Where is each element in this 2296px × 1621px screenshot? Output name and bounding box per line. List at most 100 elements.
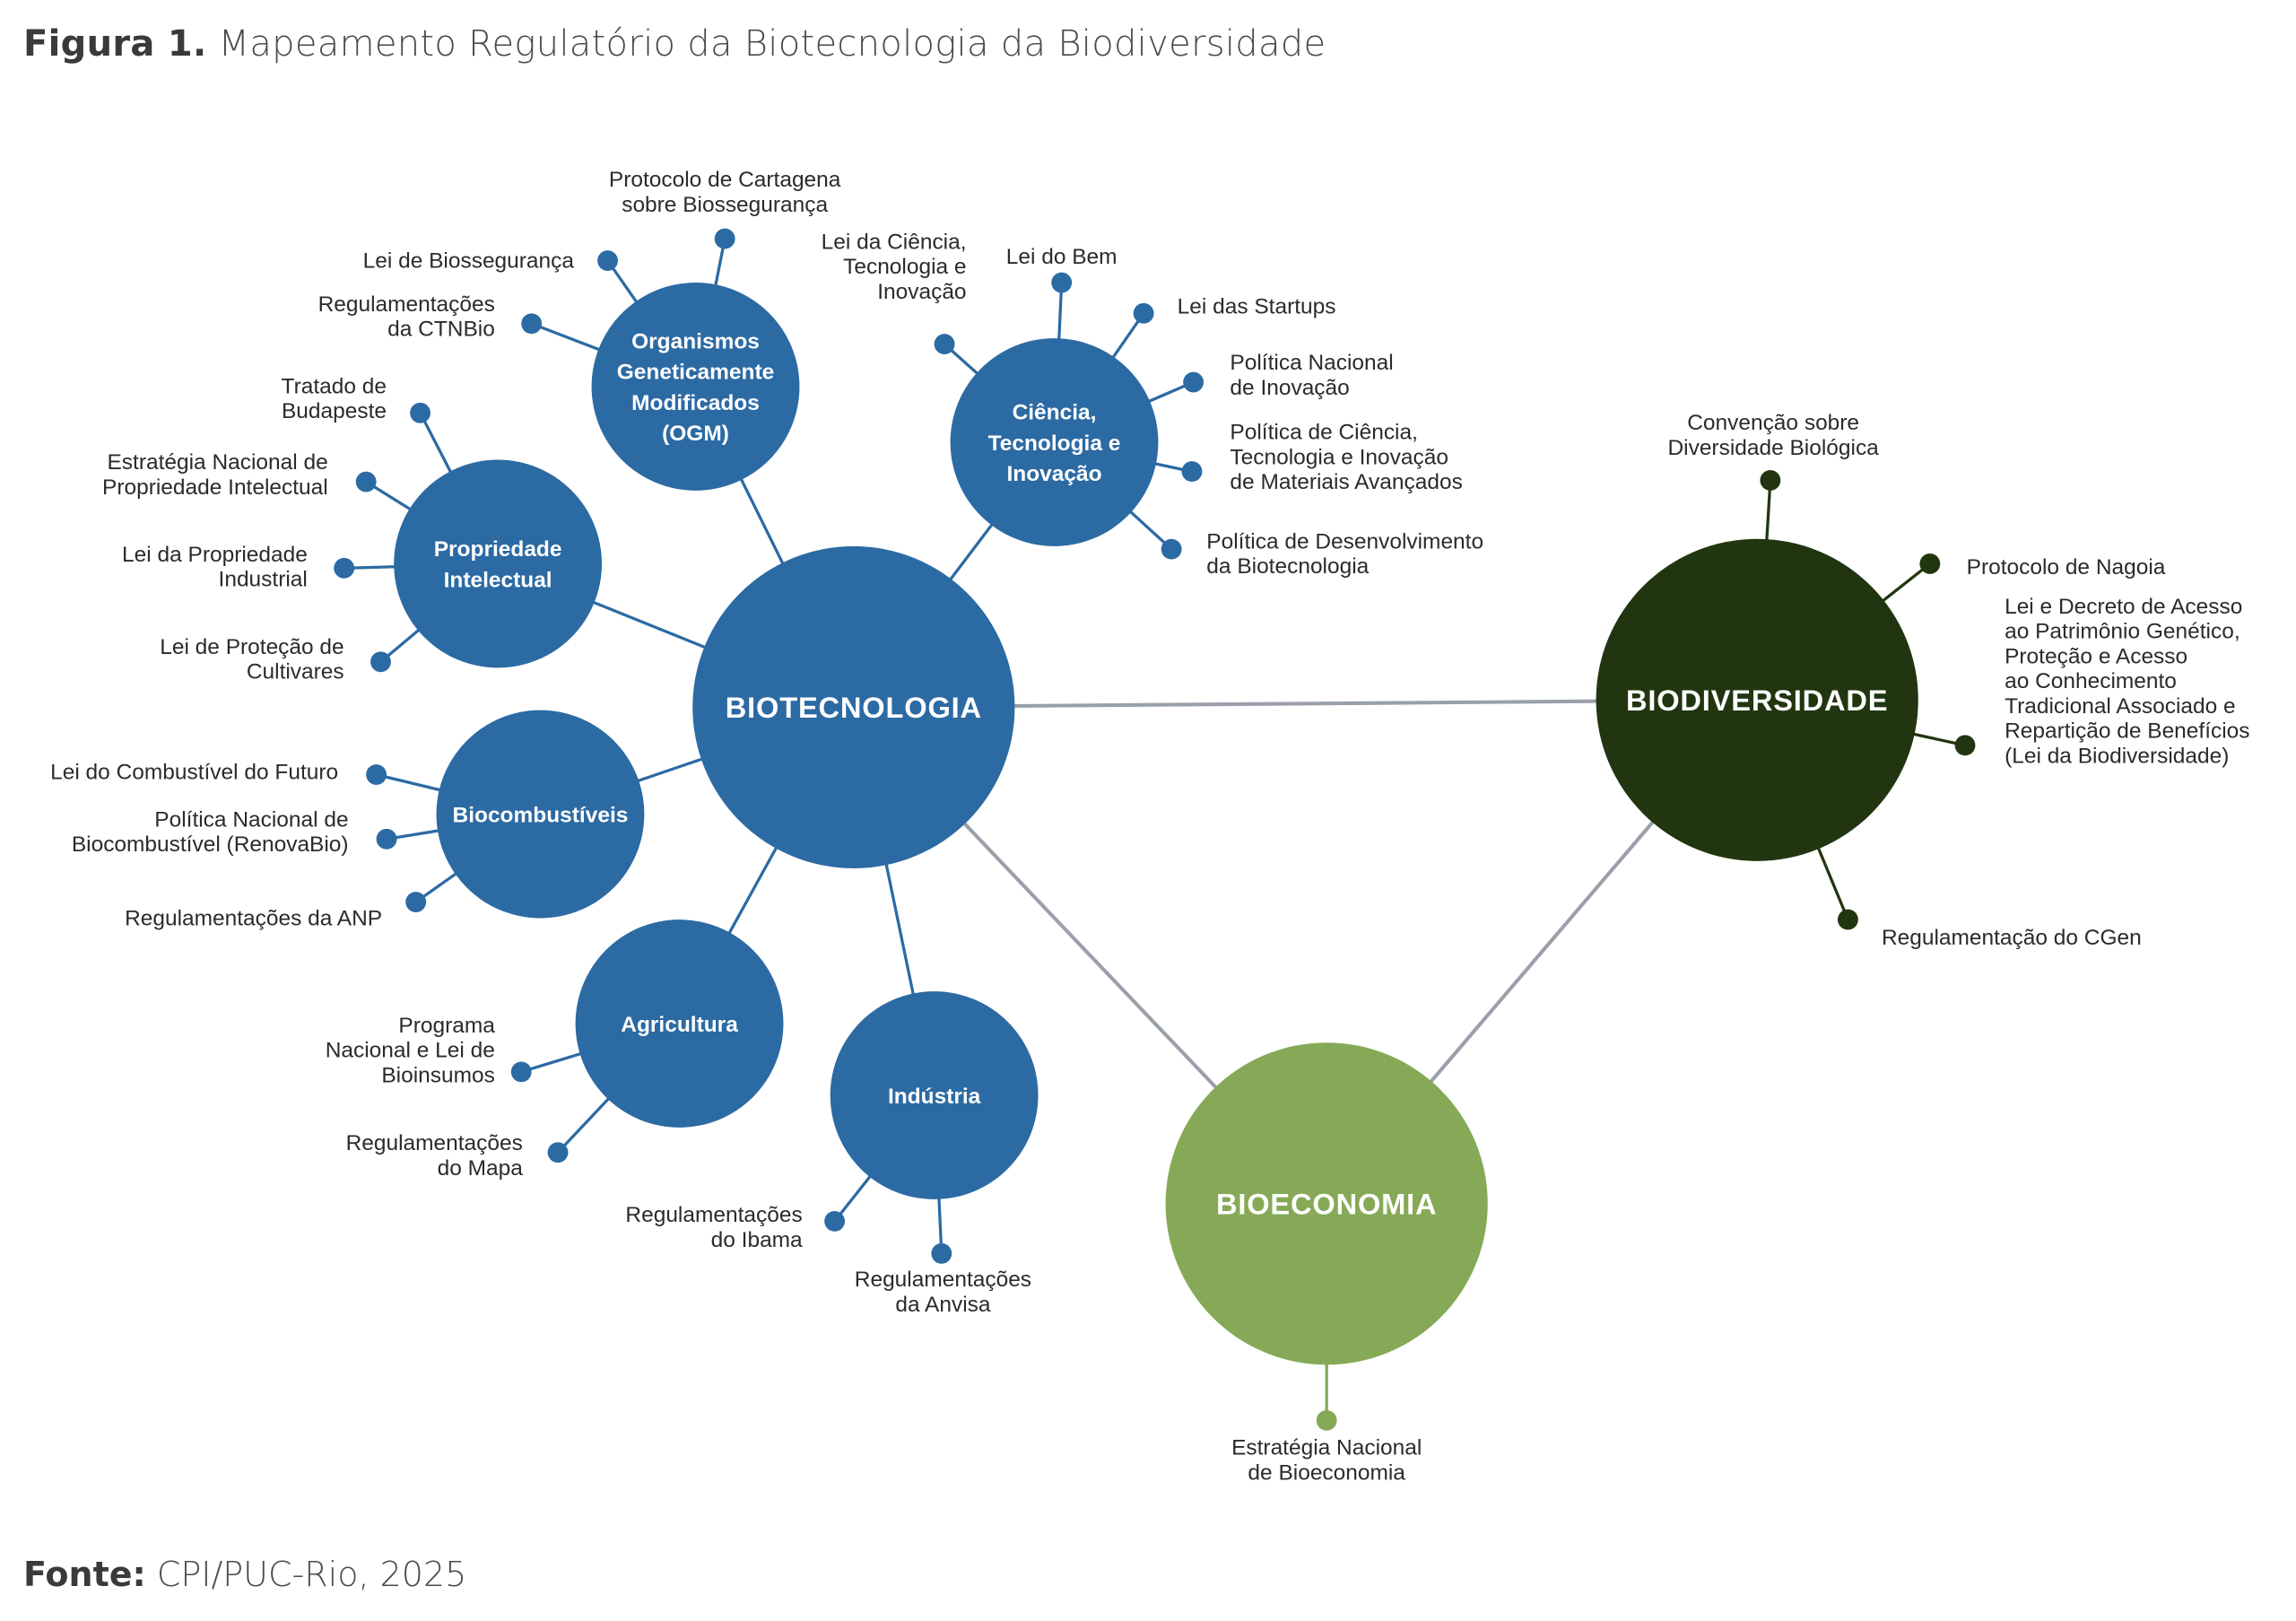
leaf-regulamentacoes-da-anvisa-label-line: Regulamentações — [855, 1268, 1031, 1292]
leaf-lei-de-protecao-de-cultivares-label-line: Lei de Proteção de — [160, 635, 344, 659]
leaf-politica-nacional-de-biocombustivel-renovabio-dot — [376, 828, 397, 850]
leaf-politica-de-ciencia-tecnologia-e-inovacao-de-mat-label-line: Tecnologia e Inovação — [1230, 445, 1448, 469]
leaf-lei-e-decreto-de-acesso-ao-patrimonio-genetico-p-label-line: Repartição de Benefícios — [2005, 719, 2249, 744]
node-propriedade-intelectual[interactable] — [394, 459, 603, 668]
leaf-regulamentacoes-da-anp-label: Regulamentações da ANP — [125, 907, 382, 931]
leaf-convencao-sobre-diversidade-biologica-label-line: Diversidade Biológica — [1667, 436, 1879, 460]
node-industria-label-line: Indústria — [888, 1085, 981, 1109]
leaf-politica-nacional-de-biocombustivel-renovabio-label-line: Biocombustível (RenovaBio) — [72, 832, 349, 857]
leaf-tratado-de-budapeste-dot — [410, 402, 430, 423]
leaf-regulamentacoes-do-mapa-dot — [547, 1142, 569, 1163]
leaf-convencao-sobre-diversidade-biologica-dot — [1760, 469, 1781, 491]
node-ogm-label-line: (OGM) — [662, 422, 729, 446]
source-text: CPI/PUC-Rio, 2025 — [156, 1555, 467, 1594]
node-ogm[interactable] — [591, 283, 800, 491]
leaf-lei-da-ciencia-tecnologia-e-inovacao-label-line: Inovação — [877, 280, 966, 304]
node-bioeconomia[interactable] — [1165, 1042, 1488, 1365]
leaf-lei-de-protecao-de-cultivares-dot — [370, 651, 391, 673]
figure-title-number: Figura 1. — [23, 23, 207, 65]
leaf-estrategia-nacional-de-bioeconomia-label-line: de Bioeconomia — [1248, 1460, 1405, 1485]
leaf-protocolo-de-cartagena-sobre-biosseguranca-label-line: sobre Biossegurança — [622, 193, 828, 217]
node-propriedade-intelectual-label-line: Intelectual — [444, 568, 552, 592]
node-agricultura[interactable] — [575, 919, 784, 1128]
node-biocombustiveis-label-line: Biocombustíveis — [453, 803, 629, 827]
leaf-lei-de-protecao-de-cultivares-label-line: Cultivares — [247, 660, 344, 684]
leaf-lei-da-ciencia-tecnologia-e-inovacao-dot — [934, 334, 955, 355]
leaf-lei-de-biosseguranca-label: Lei de Biossegurança — [363, 249, 575, 274]
node-agricultura-label-line: Agricultura — [621, 1013, 738, 1037]
leaf-politica-nacional-de-biocombustivel-renovabio-label-line: Política Nacional de — [154, 807, 348, 832]
node-biodiversidade[interactable] — [1596, 538, 1918, 861]
leaf-lei-das-startups-label: Lei das Startups — [1178, 294, 1336, 318]
leaf-lei-do-bem-label: Lei do Bem — [1006, 245, 1118, 269]
leaf-protocolo-de-cartagena-sobre-biosseguranca-label-line: Protocolo de Cartagena — [609, 168, 841, 192]
figure-source: Fonte: CPI/PUC-Rio, 2025 — [23, 1555, 466, 1594]
leaf-programa-nacional-e-lei-de-bioinsumos-label-line: Nacional e Lei de — [326, 1039, 495, 1063]
leaf-programa-nacional-e-lei-de-bioinsumos-label-line: Programa — [398, 1014, 495, 1038]
leaf-politica-de-desenvolvimento-da-biotecnologia-label-line: Política de Desenvolvimento — [1206, 529, 1483, 553]
leaf-lei-das-startups-label-line: Lei das Startups — [1178, 294, 1336, 318]
leaf-lei-da-propriedade-industrial-label-line: Lei da Propriedade — [122, 543, 308, 567]
leaf-estrategia-nacional-de-propriedade-intelectual-label-line: Propriedade Intelectual — [102, 475, 328, 500]
leaf-regulamentacoes-do-mapa-label-line: Regulamentações — [346, 1131, 523, 1155]
leaf-lei-e-decreto-de-acesso-ao-patrimonio-genetico-p-label-line: ao Patrimônio Genético, — [2005, 620, 2240, 644]
leaf-tratado-de-budapeste-label-line: Budapeste — [282, 399, 387, 423]
leaf-lei-e-decreto-de-acesso-ao-patrimonio-genetico-p-label-line: Tradicional Associado e — [2005, 694, 2236, 719]
leaf-regulamentacoes-da-ctnbio-dot — [521, 313, 543, 335]
leaf-regulamentacoes-do-mapa-label-line: do Mapa — [438, 1156, 524, 1181]
node-biotecnologia[interactable] — [692, 545, 1015, 868]
node-cti-label-line: Tecnologia e — [988, 431, 1121, 456]
figure-title-text: Mapeamento Regulatório da Biotecnologia … — [218, 23, 1326, 65]
leaf-protocolo-de-nagoia-dot — [1919, 553, 1941, 574]
leaf-lei-e-decreto-de-acesso-ao-patrimonio-genetico-p-dot — [1954, 735, 1976, 756]
leaf-lei-da-ciencia-tecnologia-e-inovacao-label-line: Lei da Ciência, — [822, 230, 967, 254]
node-biodiversidade-label-line: BIODIVERSIDADE — [1626, 684, 1888, 717]
leaf-politica-de-desenvolvimento-da-biotecnologia-dot — [1161, 538, 1182, 560]
leaf-lei-da-ciencia-tecnologia-e-inovacao-label-line: Tecnologia e — [843, 255, 966, 279]
leaf-lei-do-combustivel-do-futuro-dot — [366, 764, 387, 785]
leaf-lei-da-propriedade-industrial-label-line: Industrial — [219, 568, 308, 592]
node-cti-label: Ciência, Tecnologia e Inovação — [988, 401, 1121, 487]
leaf-estrategia-nacional-de-propriedade-intelectual-label-line: Estratégia Nacional de — [107, 450, 327, 475]
node-cti-label-line: Ciência, — [1013, 401, 1097, 425]
node-biocombustiveis[interactable] — [436, 710, 645, 919]
node-cti-label-line: Inovação — [1006, 462, 1101, 486]
leaf-politica-nacional-de-inovacao-label-line: de Inovação — [1230, 376, 1349, 400]
leaf-politica-de-desenvolvimento-da-biotecnologia-label-line: da Biotecnologia — [1206, 554, 1369, 579]
leaf-protocolo-de-cartagena-sobre-biosseguranca-dot — [714, 228, 735, 249]
leaf-regulamentacoes-do-ibama-label-line: do Ibama — [711, 1228, 803, 1252]
leaf-lei-e-decreto-de-acesso-ao-patrimonio-genetico-p-label-line: Proteção e Acesso — [2005, 644, 2187, 668]
node-agricultura-label: Agricultura — [621, 1013, 738, 1037]
leaf-politica-nacional-de-inovacao-label-line: Política Nacional — [1230, 351, 1393, 375]
leaf-lei-da-propriedade-industrial-dot — [334, 557, 355, 579]
leaf-politica-nacional-de-inovacao-dot — [1183, 371, 1205, 393]
leaf-lei-e-decreto-de-acesso-ao-patrimonio-genetico-p-label-line: (Lei da Biodiversidade) — [2005, 744, 2229, 768]
leaf-lei-do-combustivel-do-futuro-label: Lei do Combustível do Futuro — [50, 760, 338, 784]
node-propriedade-intelectual-label-line: Propriedade — [434, 537, 562, 562]
node-bioeconomia-label: BIOECONOMIA — [1216, 1188, 1437, 1221]
leaf-tratado-de-budapeste-label-line: Tratado de — [282, 374, 387, 398]
node-industria-label: Indústria — [888, 1085, 981, 1109]
figure-title: Figura 1. Mapeamento Regulatório da Biot… — [23, 23, 1326, 65]
leaf-regulamentacoes-da-anvisa-dot — [931, 1242, 952, 1264]
node-cti[interactable] — [950, 338, 1159, 546]
leaf-lei-e-decreto-de-acesso-ao-patrimonio-genetico-p-label-line: ao Conhecimento — [2005, 669, 2177, 693]
leaf-estrategia-nacional-de-bioeconomia-dot — [1316, 1409, 1337, 1431]
leaf-regulamentacoes-do-ibama-dot — [824, 1210, 846, 1232]
node-ogm-label-line: Geneticamente — [617, 361, 774, 385]
node-industria[interactable] — [830, 991, 1039, 1199]
leaf-regulamentacoes-do-ibama-label-line: Regulamentações — [625, 1203, 802, 1227]
